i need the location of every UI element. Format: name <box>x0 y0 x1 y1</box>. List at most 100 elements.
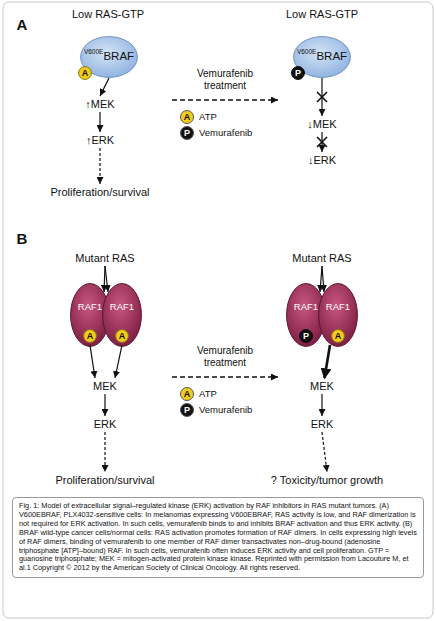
node-label: Proliferation/survival <box>30 184 170 200</box>
block-mark-stroke <box>317 137 327 147</box>
node-text: Proliferation/survival <box>55 474 154 487</box>
node-text: MEK <box>93 380 117 393</box>
treatment-arrow <box>172 99 278 100</box>
signal-arrow <box>325 345 331 378</box>
block-mark <box>317 137 327 147</box>
signal-arrow <box>104 266 105 292</box>
legend-symbol-letter: A <box>180 387 194 401</box>
legend-text: Vemurafenib <box>199 403 252 417</box>
pathway-label: ↓MEK <box>292 116 352 132</box>
node-label: ↑ERK <box>70 132 130 148</box>
node-text: ERK <box>311 418 334 431</box>
block-mark-stroke <box>317 92 327 102</box>
pathway-label: MEK <box>297 378 347 394</box>
node-text: ↓ERK <box>308 154 336 167</box>
signal-arrow <box>320 266 322 292</box>
drug-circle-shape <box>300 330 313 343</box>
signal-arrow <box>99 112 100 132</box>
block-mark-stroke <box>317 92 327 102</box>
node-text: RAF1 <box>110 302 134 313</box>
dashed-arrow <box>99 148 100 184</box>
block-mark <box>317 92 327 102</box>
condition-label: Low RAS-GTP <box>46 8 170 21</box>
node-label: ↑MEK <box>70 96 130 112</box>
node-text: ERK <box>94 418 117 431</box>
atp-circle: A <box>115 329 129 343</box>
atp-circle-shape <box>79 67 92 80</box>
legend-text: ATP <box>199 387 217 401</box>
treatment-arrow <box>172 376 278 377</box>
raf-oval: RAF1A <box>102 283 142 347</box>
legend-symbol-letter: P <box>180 403 194 417</box>
atp-circle: A <box>78 66 92 80</box>
node-text: ? Toxicity/tumor growth <box>271 474 383 487</box>
atp-circle: A <box>83 329 97 343</box>
dashed-arrow <box>322 432 327 472</box>
drug-circle: P <box>291 66 305 80</box>
signal-arrow <box>321 78 322 116</box>
node-text: A <box>335 331 342 341</box>
signal-arrow <box>100 78 109 96</box>
atp-circle: A <box>331 329 345 343</box>
kinase-ellipse: V600EBRAFP <box>293 36 351 78</box>
node-label: Mutant RAS <box>272 250 372 266</box>
pathway-label: ERK <box>80 416 130 432</box>
node-label: A <box>83 329 97 343</box>
node-text: Proliferation/survival <box>50 186 149 199</box>
outcome-label: Proliferation/survival <box>30 184 170 200</box>
figure-frame <box>3 2 433 618</box>
raf-oval-shape <box>319 284 358 347</box>
node-text: MEK <box>310 380 334 393</box>
signal-arrow <box>115 345 122 378</box>
ras-label: Mutant RAS <box>272 250 372 266</box>
node-label: ↓ERK <box>292 152 352 168</box>
pathway-label: ↓ERK <box>292 152 352 168</box>
condition-label: Low RAS-GTP <box>260 8 384 21</box>
node-label: MEK <box>297 378 347 394</box>
legend-symbol-letter: P <box>180 126 194 140</box>
ras-label: Mutant RAS <box>55 250 155 266</box>
node-text: ↑ERK <box>86 134 114 147</box>
legend-symbol-letter: A <box>180 110 194 124</box>
signal-arrow <box>90 345 95 378</box>
panel-letter: A <box>12 16 32 34</box>
node-text: ↑MEK <box>85 98 114 111</box>
legend-text: ATP <box>199 110 217 124</box>
pathway-label: ↑MEK <box>70 96 130 112</box>
node-text: ↓MEK <box>307 118 336 131</box>
treatment-label: Vemurafenib treatment <box>186 345 264 369</box>
node-label: A <box>115 329 129 343</box>
signal-arrow <box>322 266 324 292</box>
node-label: ERK <box>80 416 130 432</box>
pathway-label: ERK <box>297 416 347 432</box>
node-label: ERK <box>297 416 347 432</box>
figure-caption: Fig. 1: Model of extracellular signal–re… <box>12 497 424 578</box>
panel-letter: B <box>12 230 32 248</box>
node-label: A <box>331 329 345 343</box>
atp-circle-shape <box>116 330 129 343</box>
dashed-arrow <box>104 432 105 472</box>
treatment-label: Vemurafenib treatment <box>186 68 264 92</box>
pathway-label: MEK <box>80 378 130 394</box>
signal-arrow <box>321 394 322 416</box>
node-text: BRAF <box>103 50 134 63</box>
block-mark-stroke <box>317 137 327 147</box>
signal-arrow <box>105 266 108 292</box>
kinase-ellipse: V600EBRAF A <box>80 36 138 78</box>
node-text: Mutant RAS <box>292 252 351 265</box>
node-text: RAF1 <box>326 302 350 313</box>
raf-oval-shape <box>103 284 142 347</box>
outcome-label: ? Toxicity/tumor growth <box>242 472 412 488</box>
pathway-label: ↑ERK <box>70 132 130 148</box>
node-label: MEK <box>80 378 130 394</box>
node-label: P <box>291 66 305 80</box>
connector-group <box>90 78 330 472</box>
node-text: A <box>82 68 89 78</box>
node-text: V600E <box>84 48 104 55</box>
node-label: Mutant RAS <box>55 250 155 266</box>
node-text: BRAF <box>316 50 347 63</box>
node-label: P <box>299 329 313 343</box>
node-text: A <box>119 331 126 341</box>
node-text: RAF1 <box>294 302 318 313</box>
